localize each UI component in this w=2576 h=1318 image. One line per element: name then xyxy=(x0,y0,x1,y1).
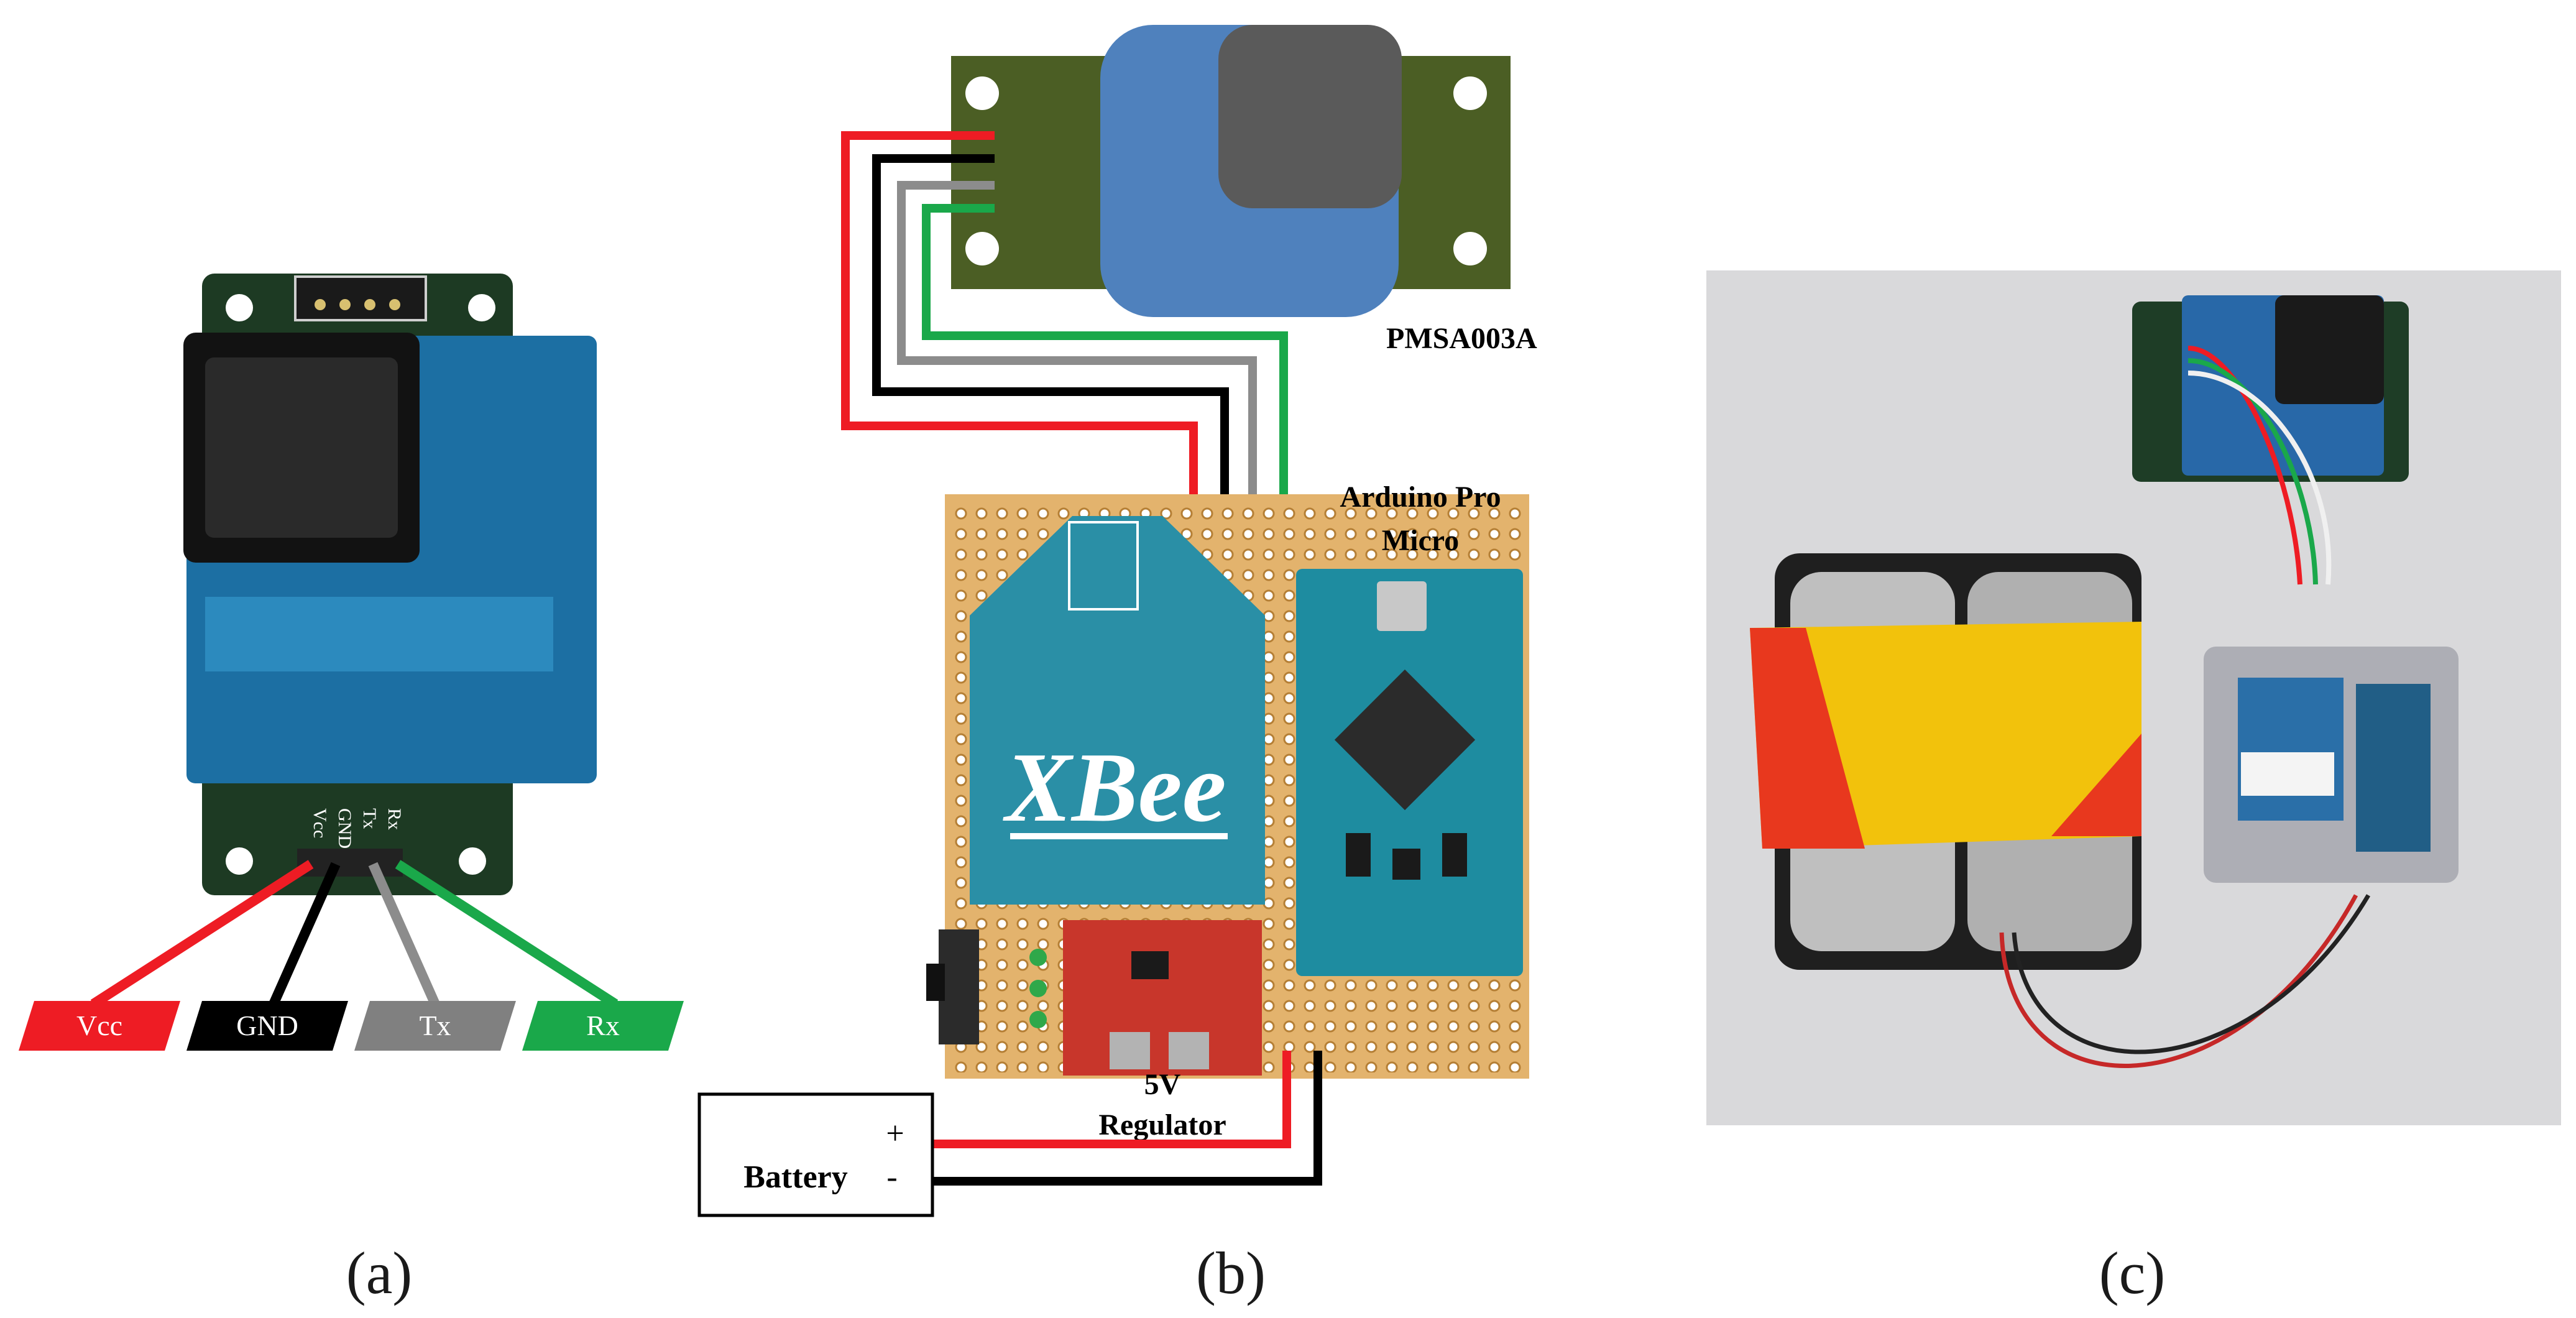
wire-battery-plus xyxy=(932,1051,1291,1148)
tag-text-tx: Tx xyxy=(419,1010,451,1041)
tag-tx xyxy=(354,1001,516,1051)
tag-text-gnd: GND xyxy=(236,1010,298,1041)
wire-tx-sensor xyxy=(897,181,1257,532)
battery-box xyxy=(697,1092,934,1217)
photo-wires xyxy=(2187,358,2318,585)
pcb-hole xyxy=(468,294,495,321)
wire-gnd-sensor xyxy=(872,154,1229,532)
tape-red-stripe xyxy=(2051,734,2141,836)
wire-gnd xyxy=(269,862,341,1007)
wire-tx xyxy=(368,862,440,1007)
connector-pin xyxy=(364,299,375,310)
pcb-mount-hole xyxy=(1453,76,1487,110)
xbee-logo-underline xyxy=(1010,833,1228,839)
tag-vcc xyxy=(19,1001,180,1051)
xbee-chip-outline xyxy=(1068,521,1139,611)
tag-text-rx: Rx xyxy=(586,1010,620,1041)
controller-arduino xyxy=(2356,684,2431,852)
regulator-label-line2: Regulator xyxy=(1098,1108,1226,1141)
board-name-line2: Micro xyxy=(1382,524,1459,557)
smd-component xyxy=(1392,849,1420,880)
bottom-connector xyxy=(297,849,403,877)
power-switch xyxy=(939,929,979,1044)
pin-label-vcc: Vcc xyxy=(310,808,330,838)
battery-minus-label: - xyxy=(886,1159,897,1195)
panel-a: Vcc GND Tx Rx Vcc GND Tx Rx (a) xyxy=(19,274,684,1306)
photo-wires xyxy=(2187,346,2302,585)
smd-component xyxy=(1346,833,1371,877)
switch-knob xyxy=(926,964,945,1001)
photo-battery-leads xyxy=(1999,894,2358,1068)
wire-vcc-sensor xyxy=(841,131,1198,532)
connector-pin xyxy=(315,299,326,310)
switch-pad xyxy=(1029,949,1047,966)
pmsa003a-fan xyxy=(1218,25,1402,208)
xbee-module xyxy=(970,516,1265,905)
tag-gnd xyxy=(186,1001,348,1051)
regulator-inductor xyxy=(1110,1032,1150,1069)
fan-inner xyxy=(205,357,398,538)
connector-pin xyxy=(339,299,351,310)
tag-text-vcc: Vcc xyxy=(76,1010,122,1041)
switch-pad xyxy=(1029,1011,1047,1028)
voltage-regulator xyxy=(1063,920,1262,1076)
panel-c: (c) xyxy=(1706,270,2561,1306)
sensor-module-fan xyxy=(2275,295,2384,404)
tape-red-stripe xyxy=(1750,628,1865,849)
photo-wires xyxy=(2187,371,2332,585)
housing-shine xyxy=(205,597,553,671)
regulator-ic xyxy=(1131,951,1169,979)
sensor-name-label: PMSA003A xyxy=(1386,322,1537,355)
pcb-hole xyxy=(226,294,253,321)
regulator-label-line1: 5V xyxy=(1144,1068,1181,1101)
switch-pad xyxy=(1029,980,1047,997)
smd-component xyxy=(1442,833,1467,877)
pin-label-rx: Rx xyxy=(384,808,405,830)
pcb-mount-hole xyxy=(1453,232,1487,265)
tag-rx xyxy=(522,1001,684,1051)
wire-vcc xyxy=(90,860,314,1008)
controller-xbee xyxy=(2238,678,2344,821)
wire-rx-sensor xyxy=(922,204,1288,532)
regulator-inductor xyxy=(1169,1032,1209,1069)
board-name-line1: Arduino Pro xyxy=(1340,481,1501,514)
controller-label-sticker xyxy=(2241,752,2334,796)
panel-b: PMSA003A XBee Arduino Pro Micro xyxy=(697,25,1537,1306)
pin-label-tx: Tx xyxy=(359,808,380,829)
battery-label: Battery xyxy=(743,1159,847,1195)
wire-rx xyxy=(395,860,619,1008)
pcb-mount-hole xyxy=(965,232,999,265)
caption-c: (c) xyxy=(2099,1240,2166,1306)
photo-battery-leads xyxy=(2012,894,2371,1054)
battery-plus-label: + xyxy=(886,1116,904,1151)
wire-battery-minus xyxy=(932,1051,1322,1186)
caption-a: (a) xyxy=(346,1240,413,1306)
top-connector xyxy=(294,275,427,321)
caption-b: (b) xyxy=(1196,1240,1266,1306)
xbee-logo: XBee xyxy=(1002,732,1226,842)
pin-label-gnd: GND xyxy=(334,808,355,849)
reset-button xyxy=(1377,581,1427,631)
pcb-hole xyxy=(226,847,253,875)
pcb-mount-hole xyxy=(965,76,999,110)
connector-pin xyxy=(389,299,400,310)
pcb-hole xyxy=(459,847,486,875)
